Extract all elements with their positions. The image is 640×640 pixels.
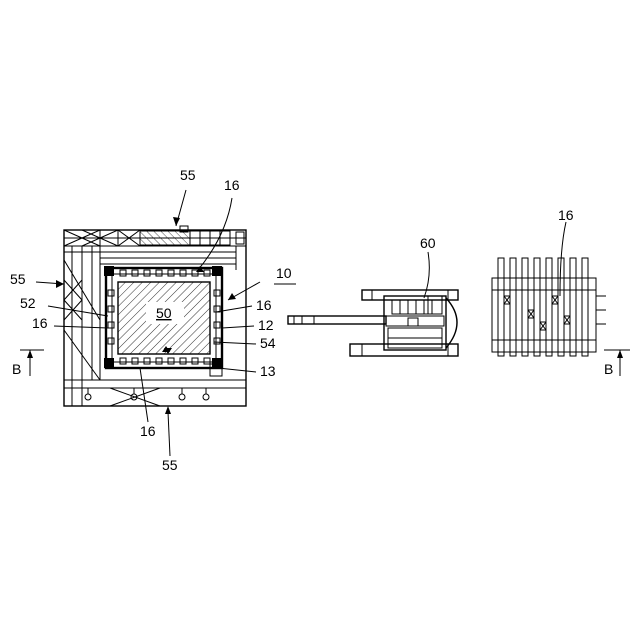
label-12: 12	[258, 317, 274, 333]
top-ticks	[120, 270, 210, 276]
label-13: 13	[260, 363, 276, 379]
top-beam-55	[64, 226, 246, 246]
label-16-bottom: 16	[140, 423, 156, 439]
label-b-left: B	[12, 361, 21, 377]
left-beam-55	[64, 246, 100, 406]
label-55-bottom: 55	[162, 457, 178, 473]
label-52: 52	[20, 295, 36, 311]
right-assembly	[492, 258, 606, 356]
unit-10	[104, 266, 222, 376]
label-16-top: 16	[224, 177, 240, 193]
label-60: 60	[420, 235, 436, 251]
section-marker-left	[20, 350, 44, 376]
label-50: 50	[156, 305, 172, 321]
label-54: 54	[260, 335, 276, 351]
middle-assembly-60	[288, 290, 458, 356]
reference-labels: 55 16 55 10 52 16 50 16 12 54 13 16 55 6…	[10, 167, 613, 473]
label-55-top: 55	[180, 167, 196, 183]
label-10: 10	[276, 265, 292, 281]
bottom-beam-55	[64, 380, 246, 406]
bottom-ticks	[120, 358, 210, 364]
label-16-far: 16	[558, 207, 574, 223]
label-16-right: 16	[256, 297, 272, 313]
label-16-left: 16	[32, 315, 48, 331]
upper-band	[64, 246, 236, 270]
label-55-left: 55	[10, 271, 26, 287]
left-assembly	[64, 226, 246, 406]
label-b-right: B	[604, 361, 613, 377]
